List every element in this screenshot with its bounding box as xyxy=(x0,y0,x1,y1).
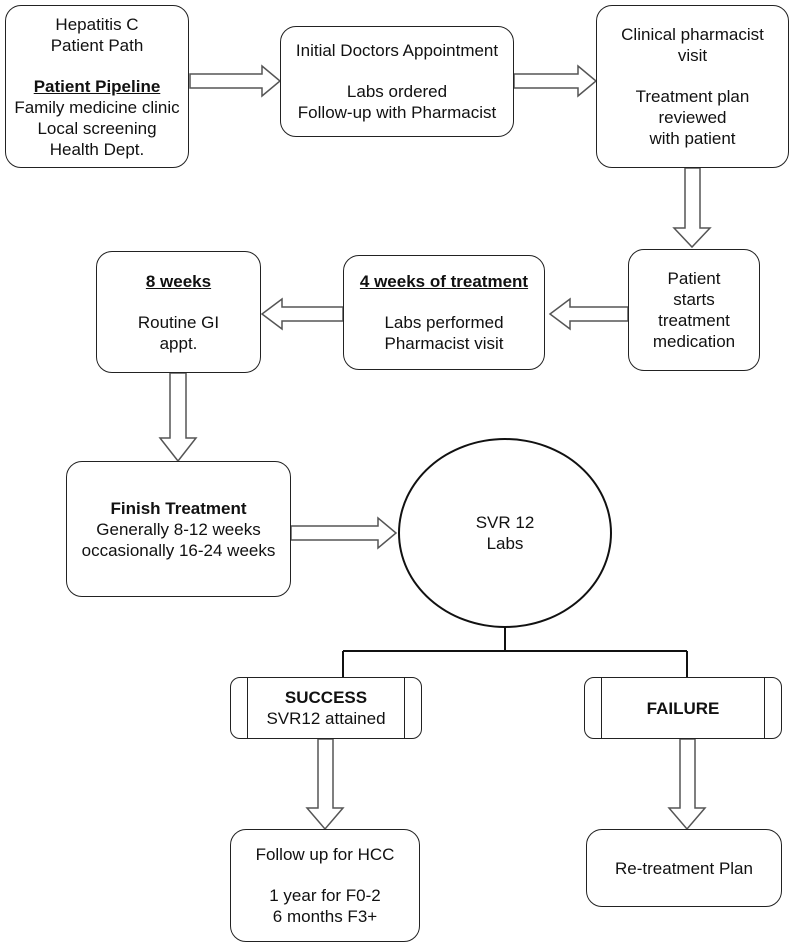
svr12-line-2: Labs xyxy=(486,534,524,553)
follow-up-line-3: 6 months F3+ xyxy=(272,907,378,926)
finish-treatment-line-2: occasionally 16-24 weeks xyxy=(81,540,276,560)
four-weeks-box: 4 weeks of treatment Labs performed Phar… xyxy=(343,255,545,370)
arrow-initial-to-pharmacist xyxy=(513,64,598,98)
initial-doctors-line-1: Initial Doctors Appointment xyxy=(295,41,499,60)
eight-weeks-line-1: Routine GI xyxy=(137,312,220,332)
success-line-1: SVR12 attained xyxy=(266,709,386,728)
success-heading: SUCCESS xyxy=(284,688,368,707)
arrow-eight-weeks-to-finish xyxy=(158,372,198,463)
follow-up-line-1: Follow up for HCC xyxy=(255,845,395,864)
patient-path-box: Hepatitis C Patient Path Patient Pipelin… xyxy=(5,5,189,168)
initial-doctors-line-2: Labs ordered xyxy=(346,82,448,101)
four-weeks-line-1: Labs performed xyxy=(384,313,504,332)
arrow-patient-starts-to-four-weeks xyxy=(548,297,629,331)
clinical-pharmacist-box: Clinical pharmacist visit Treatment plan… xyxy=(596,5,789,168)
failure-heading: FAILURE xyxy=(646,698,720,718)
arrow-failure-to-retreatment xyxy=(667,738,707,831)
follow-up-hcc-box: Follow up for HCC 1 year for F0-2 6 mont… xyxy=(230,829,420,942)
finish-treatment-heading: Finish Treatment xyxy=(110,498,247,518)
pipeline-item: Family medicine clinic xyxy=(14,97,180,117)
patient-starts-line-3: treatment xyxy=(658,311,730,330)
patient-path-title-1: Hepatitis C xyxy=(55,14,139,34)
svr12-branch-connector xyxy=(342,627,688,677)
initial-doctors-line-3: Follow-up with Pharmacist xyxy=(297,103,497,122)
eight-weeks-line-2: appt. xyxy=(159,333,198,353)
arrow-patient-path-to-initial xyxy=(189,64,282,98)
eight-weeks-heading: 8 weeks xyxy=(145,271,212,291)
initial-doctors-box: Initial Doctors Appointment Labs ordered… xyxy=(280,26,514,137)
patient-starts-line-2: starts xyxy=(673,290,715,309)
retreatment-line-1: Re-treatment Plan xyxy=(615,858,753,878)
svr12-line-1: SVR 12 xyxy=(475,513,535,532)
arrow-finish-to-svr12 xyxy=(290,516,398,550)
finish-treatment-line-1: Generally 8-12 weeks xyxy=(96,519,261,539)
patient-starts-line-1: Patient xyxy=(667,269,721,288)
clinical-pharmacist-line-5: with patient xyxy=(649,129,736,148)
follow-up-line-2: 1 year for F0-2 xyxy=(269,886,381,905)
clinical-pharmacist-line-4: reviewed xyxy=(658,108,727,127)
arrow-four-weeks-to-eight-weeks xyxy=(260,297,344,331)
clinical-pharmacist-line-1: Clinical pharmacist xyxy=(621,25,764,44)
patient-starts-box: Patient starts treatment medication xyxy=(628,249,760,371)
failure-box: FAILURE xyxy=(584,677,782,739)
patient-path-title-2: Patient Path xyxy=(50,35,144,55)
four-weeks-line-2: Pharmacist visit xyxy=(384,334,504,353)
patient-pipeline-heading: Patient Pipeline xyxy=(33,76,161,96)
eight-weeks-box: 8 weeks Routine GI appt. xyxy=(96,251,261,373)
success-box: SUCCESS SVR12 attained xyxy=(230,677,422,739)
patient-starts-line-4: medication xyxy=(652,332,736,351)
pipeline-item: Local screening xyxy=(37,118,157,138)
clinical-pharmacist-line-2: visit xyxy=(677,46,708,65)
retreatment-box: Re-treatment Plan xyxy=(586,829,782,907)
arrow-success-to-follow-up xyxy=(305,738,345,831)
svr12-labs-circle: SVR 12 Labs xyxy=(398,438,612,628)
arrow-pharmacist-to-patient-starts xyxy=(672,167,712,249)
clinical-pharmacist-line-3: Treatment plan xyxy=(635,87,750,106)
finish-treatment-box: Finish Treatment Generally 8-12 weeks oc… xyxy=(66,461,291,597)
four-weeks-heading: 4 weeks of treatment xyxy=(359,272,529,291)
pipeline-item: Health Dept. xyxy=(49,139,145,159)
